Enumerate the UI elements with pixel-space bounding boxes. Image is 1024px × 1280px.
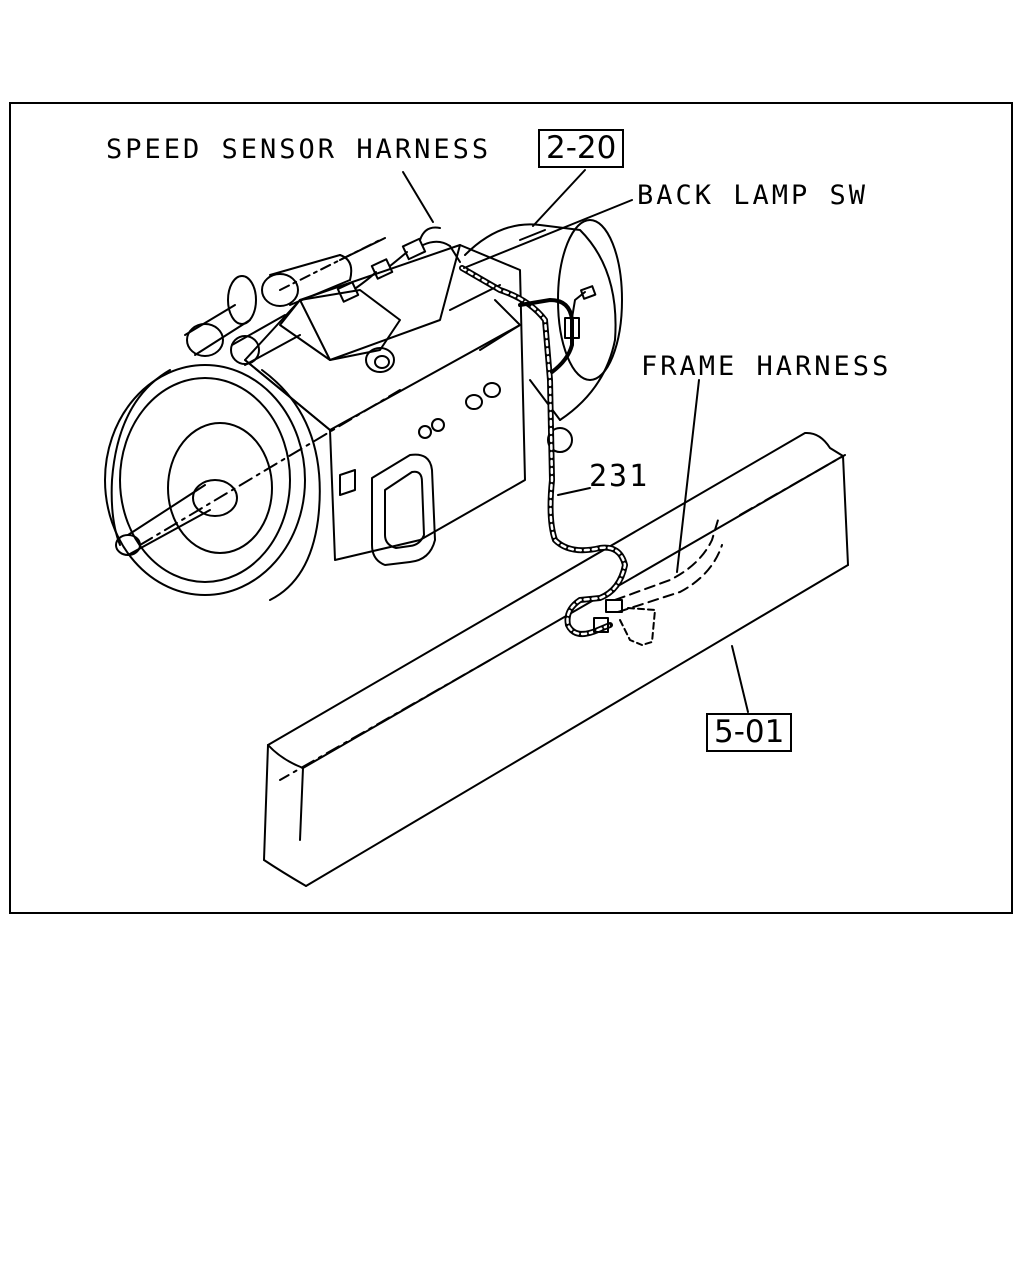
label-speed-sensor-harness: SPEED SENSOR HARNESS (106, 134, 492, 165)
label-part-231: 231 (589, 459, 650, 494)
speed-sensor-harness (336, 226, 461, 303)
ref-box-2-20: 2-20 (538, 129, 625, 168)
leader-lines (402, 169, 749, 713)
label-frame-harness: FRAME HARNESS (641, 351, 892, 382)
ref-box-5-01: 5-01 (706, 713, 793, 752)
frame-rail (263, 431, 849, 887)
clutch-housing (104, 364, 321, 601)
harness-231 (459, 265, 628, 637)
label-back-lamp-sw: BACK LAMP SW (637, 180, 869, 211)
transmission-case (184, 237, 526, 566)
frame-harness (593, 519, 723, 646)
